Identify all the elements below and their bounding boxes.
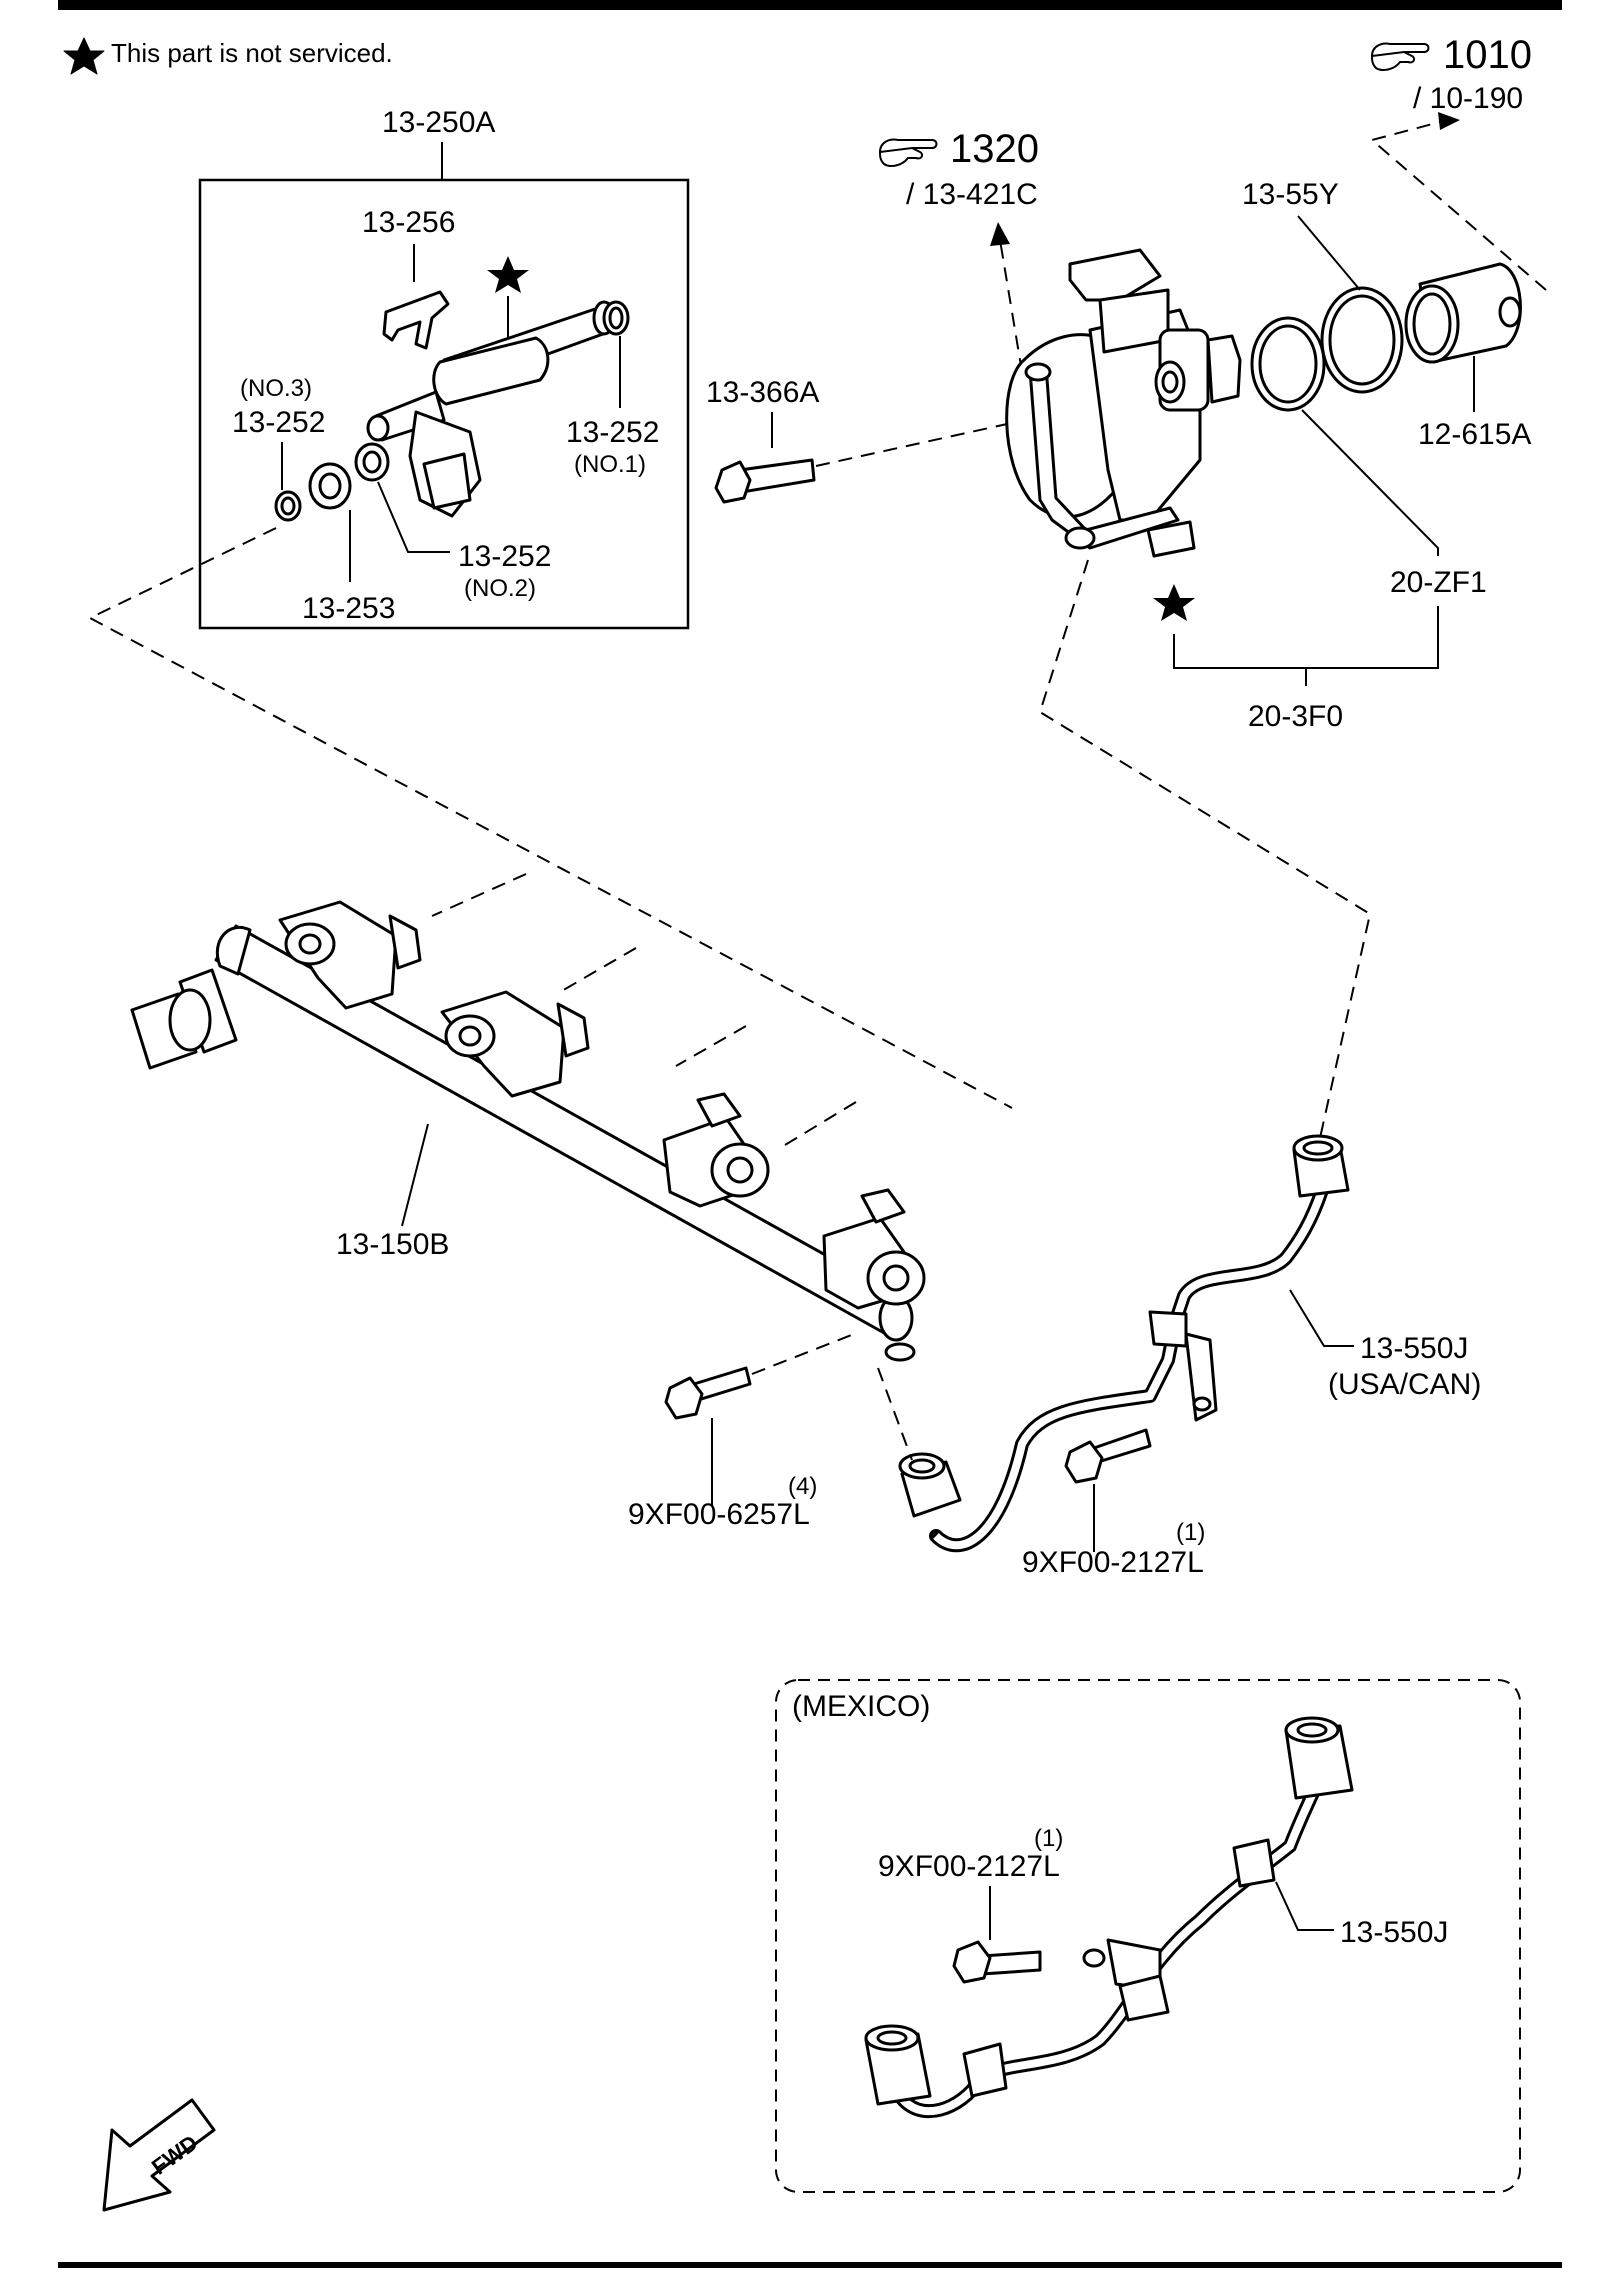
mexico-title: (MEXICO) [792, 1690, 930, 1723]
bottom-border [58, 2262, 1562, 2268]
bolt-9XF00-6257L[interactable] [664, 1366, 752, 1420]
label-13-253: 13-253 [302, 592, 395, 625]
label-13-550J-tag: (USA/CAN) [1328, 1368, 1481, 1401]
fuel-rail-13-150B[interactable] [130, 900, 926, 1362]
label-9XF00-6257L: 9XF00-6257L [628, 1498, 810, 1531]
label-20-3F0: 20-3F0 [1248, 700, 1343, 733]
reference-1010-arrow [1438, 112, 1460, 130]
not-serviced-note: This part is not serviced. [63, 37, 393, 75]
mexico-variant-box [775, 1679, 1521, 2193]
top-border [58, 0, 1562, 10]
reference-1010-sub: / 10-190 [1413, 82, 1523, 115]
high-pressure-fuel-pump[interactable] [1005, 248, 1242, 558]
label-13-150B: 13-150B [336, 1228, 449, 1261]
label-13-250A: 13-250A [382, 106, 495, 139]
label-9XF00-2127L-qty: (1) [1176, 1519, 1205, 1546]
reference-hand-icon [878, 138, 938, 167]
bolt-9XF00-2127L[interactable] [1064, 1428, 1152, 1484]
label-13-252-no2: 13-252 [458, 540, 551, 573]
bolt-13-366A[interactable] [714, 458, 816, 504]
mexico-fuel-pipe-13-550J[interactable] [864, 1716, 1354, 2119]
star-icon [1153, 584, 1195, 621]
label-13-366A: 13-366A [706, 376, 819, 409]
note-text: This part is not serviced. [111, 38, 393, 68]
fwd-arrow-icon: FWD [102, 2098, 216, 2212]
label-13-252-no1-tag: (NO.1) [574, 451, 646, 478]
reference-1320[interactable]: 1320 / 13-421C [878, 127, 1039, 211]
pump-lifter-12-615A[interactable] [1404, 262, 1522, 364]
injector-kit-box [198, 178, 690, 630]
star-icon [487, 256, 529, 293]
reference-1320-sub: / 13-421C [906, 178, 1038, 211]
label-20-ZF1: 20-ZF1 [1390, 566, 1487, 599]
label-12-615A: 12-615A [1418, 418, 1531, 451]
label-13-256: 13-256 [362, 206, 455, 239]
reference-1010-line [1369, 121, 1547, 291]
label-13-252-no2-tag: (NO.2) [464, 575, 536, 602]
reference-1320-number: 1320 [950, 127, 1039, 171]
fuel-injector[interactable] [366, 300, 616, 518]
star-icon [63, 37, 105, 75]
reference-hand-icon [1370, 42, 1430, 71]
label-13-252-no3-tag: (NO.3) [240, 375, 312, 402]
fuel-pipe-13-550J[interactable] [898, 1134, 1350, 1553]
mexico-pipe-label: 13-550J [1340, 1916, 1448, 1949]
label-13-55Y: 13-55Y [1242, 178, 1339, 211]
label-13-550J: 13-550J [1360, 1332, 1468, 1365]
mexico-bolt-qty: (1) [1034, 1825, 1063, 1852]
label-9XF00-6257L-qty: (4) [788, 1473, 817, 1500]
reference-1010[interactable]: 1010 / 10-190 [1370, 33, 1532, 115]
injector-to-rail-line [87, 527, 1013, 1149]
pump-to-pipe-line [1038, 559, 1372, 1139]
label-13-252-no1: 13-252 [566, 416, 659, 449]
reference-1320-arrow [990, 222, 1010, 246]
reference-1320-line [999, 239, 1023, 373]
mexico-bolt-label: 9XF00-2127L [878, 1850, 1060, 1883]
injector-clip-13-256[interactable] [382, 290, 450, 350]
label-13-252-no3: 13-252 [232, 406, 325, 439]
reference-1010-number: 1010 [1443, 33, 1532, 77]
mexico-bolt-9XF00-2127L[interactable] [952, 1940, 1042, 1984]
label-9XF00-2127L: 9XF00-2127L [1022, 1546, 1204, 1579]
